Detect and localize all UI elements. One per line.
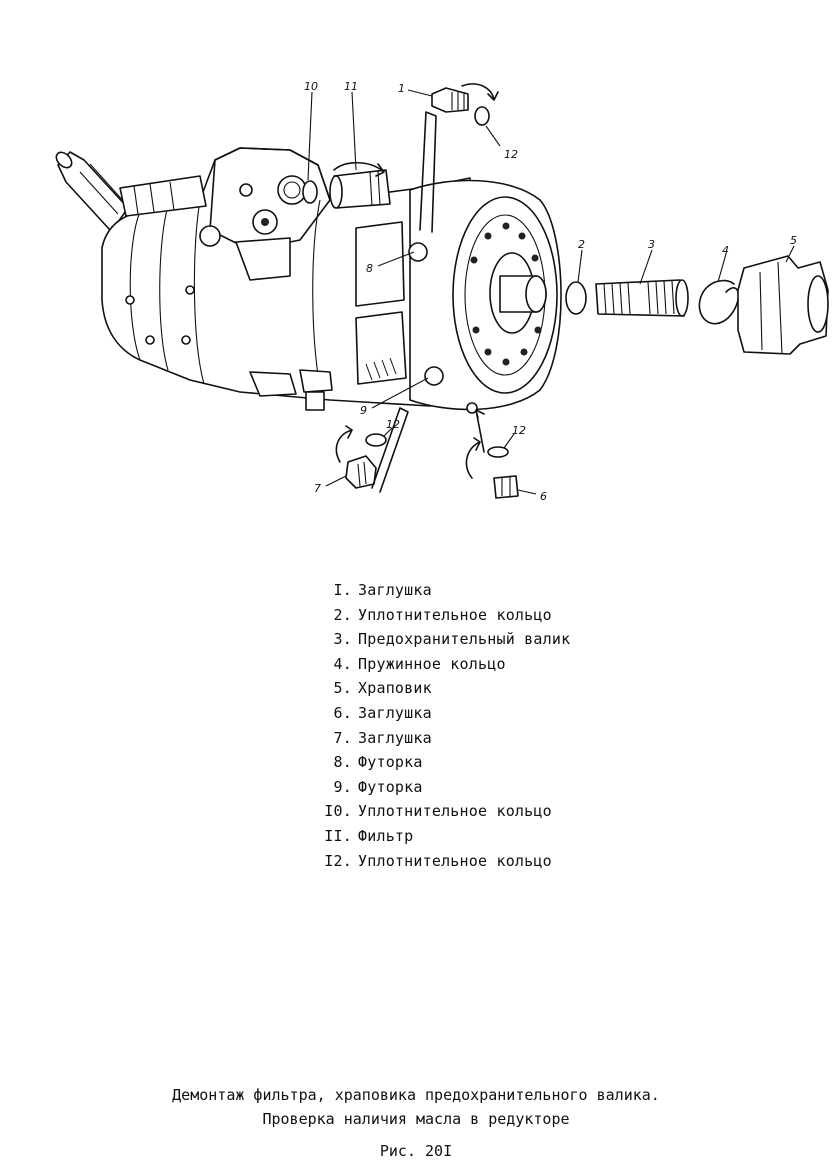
callout-12-top: 12 — [504, 148, 518, 161]
legend-text: Пружинное кольцо — [358, 654, 506, 673]
legend-item: 4. Пружинное кольцо — [318, 652, 570, 677]
rotate-arrow-bottom-right — [465, 437, 481, 479]
legend-text: Уплотнительное кольцо — [358, 605, 552, 624]
legend-text: Уплотнительное кольцо — [358, 851, 552, 870]
legend-number: I2. — [324, 851, 352, 870]
callout-11: 11 — [344, 80, 358, 93]
legend-item: I. Заглушка — [318, 578, 570, 603]
callout-2: 2 — [578, 238, 585, 251]
legend-item: 9. Футорка — [318, 775, 570, 800]
callout-6: 6 — [540, 490, 547, 503]
legend-number: 3. — [333, 630, 352, 649]
legend-number: 9. — [333, 777, 352, 796]
legend-item: 2. Уплотнительное кольцо — [318, 603, 570, 628]
legend-text: Заглушка — [358, 581, 432, 599]
seal-ring-12-bottom-left — [365, 433, 387, 447]
callout-1: 1 — [398, 82, 405, 95]
legend-item: 3. Предохранительный валик — [318, 627, 571, 652]
legend-number: 2. — [333, 605, 352, 624]
removal-arrow-lower-left — [371, 407, 409, 493]
legend-number: 6. — [333, 703, 352, 722]
parts-legend: I. Заглушка 2. Уплотнительное кольцо 3. Пре… — [318, 578, 570, 873]
caption-line-1: Демонтаж фильтра, храповика предохраните… — [172, 1086, 660, 1104]
spring-ring-4 — [698, 279, 740, 325]
figure-number: Рис. 20I — [379, 1142, 453, 1160]
callout-3: 3 — [648, 238, 655, 251]
legend-text: Футорка — [358, 777, 423, 796]
callout-12-bottom-right: 12 — [512, 424, 526, 437]
plug-1 — [431, 87, 469, 113]
ratchet-5 — [737, 255, 829, 355]
legend-number: 8. — [333, 753, 352, 772]
legend-item: 6. Заглушка — [318, 701, 570, 726]
plug-6 — [493, 475, 519, 499]
legend-item: II. Фильтр — [318, 824, 570, 849]
legend-item: 8. Футорка — [318, 750, 570, 775]
plug-7 — [345, 455, 377, 489]
callout-7: 7 — [314, 482, 321, 495]
legend-text: Предохранительный валик — [358, 630, 571, 649]
legend-text: Заглушка — [358, 728, 432, 747]
filter-11 — [329, 169, 391, 209]
legend-number: I0. — [324, 802, 352, 821]
leader-lines — [307, 89, 795, 495]
removal-arrow-lower-right — [475, 409, 485, 453]
seal-ring-2 — [565, 281, 587, 315]
safety-shaft-3 — [595, 279, 689, 317]
gearbox-exploded-drawing: 10 11 1 12 2 3 4 5 8 9 12 12 7 6 — [55, 80, 829, 503]
inlet-pipe — [55, 151, 129, 231]
legend-item: I2. Уплотнительное кольцо — [318, 849, 570, 874]
seal-ring-10 — [302, 180, 318, 204]
rotate-arrow-bottom-left — [335, 425, 353, 463]
legend-item: 7. Заглушка — [318, 726, 570, 751]
legend-number: II. — [324, 826, 352, 845]
removal-arrow-upper — [419, 111, 437, 233]
legend-number: 4. — [333, 654, 352, 673]
legend-number: I. — [333, 581, 352, 599]
callout-9: 9 — [360, 404, 367, 417]
legend-text: Футорка — [358, 753, 423, 772]
legend-item: I0. Уплотнительное кольцо — [318, 799, 570, 824]
callout-12-bottom-left: 12 — [386, 418, 400, 431]
legend-number: 7. — [333, 728, 352, 747]
legend-text: Заглушка — [358, 703, 432, 722]
callout-4: 4 — [722, 244, 729, 257]
front-flange — [355, 179, 562, 414]
callout-10: 10 — [304, 80, 318, 93]
legend-text: Уплотнительное кольцо — [358, 802, 552, 821]
rotate-arrow-filter — [333, 161, 385, 177]
callout-8: 8 — [366, 262, 373, 275]
legend-text: Фильтр — [358, 826, 414, 845]
caption-line-2: Проверка наличия масла в редукторе — [262, 1110, 570, 1128]
legend-number: 5. — [333, 679, 352, 698]
seal-ring-12-top — [474, 106, 490, 126]
legend-text: Храповик — [358, 679, 432, 698]
legend-item: 5. Храповик — [318, 676, 570, 701]
rotate-arrow-top — [461, 83, 499, 101]
seal-ring-12-bottom-right — [487, 446, 509, 458]
callout-5: 5 — [790, 234, 797, 247]
